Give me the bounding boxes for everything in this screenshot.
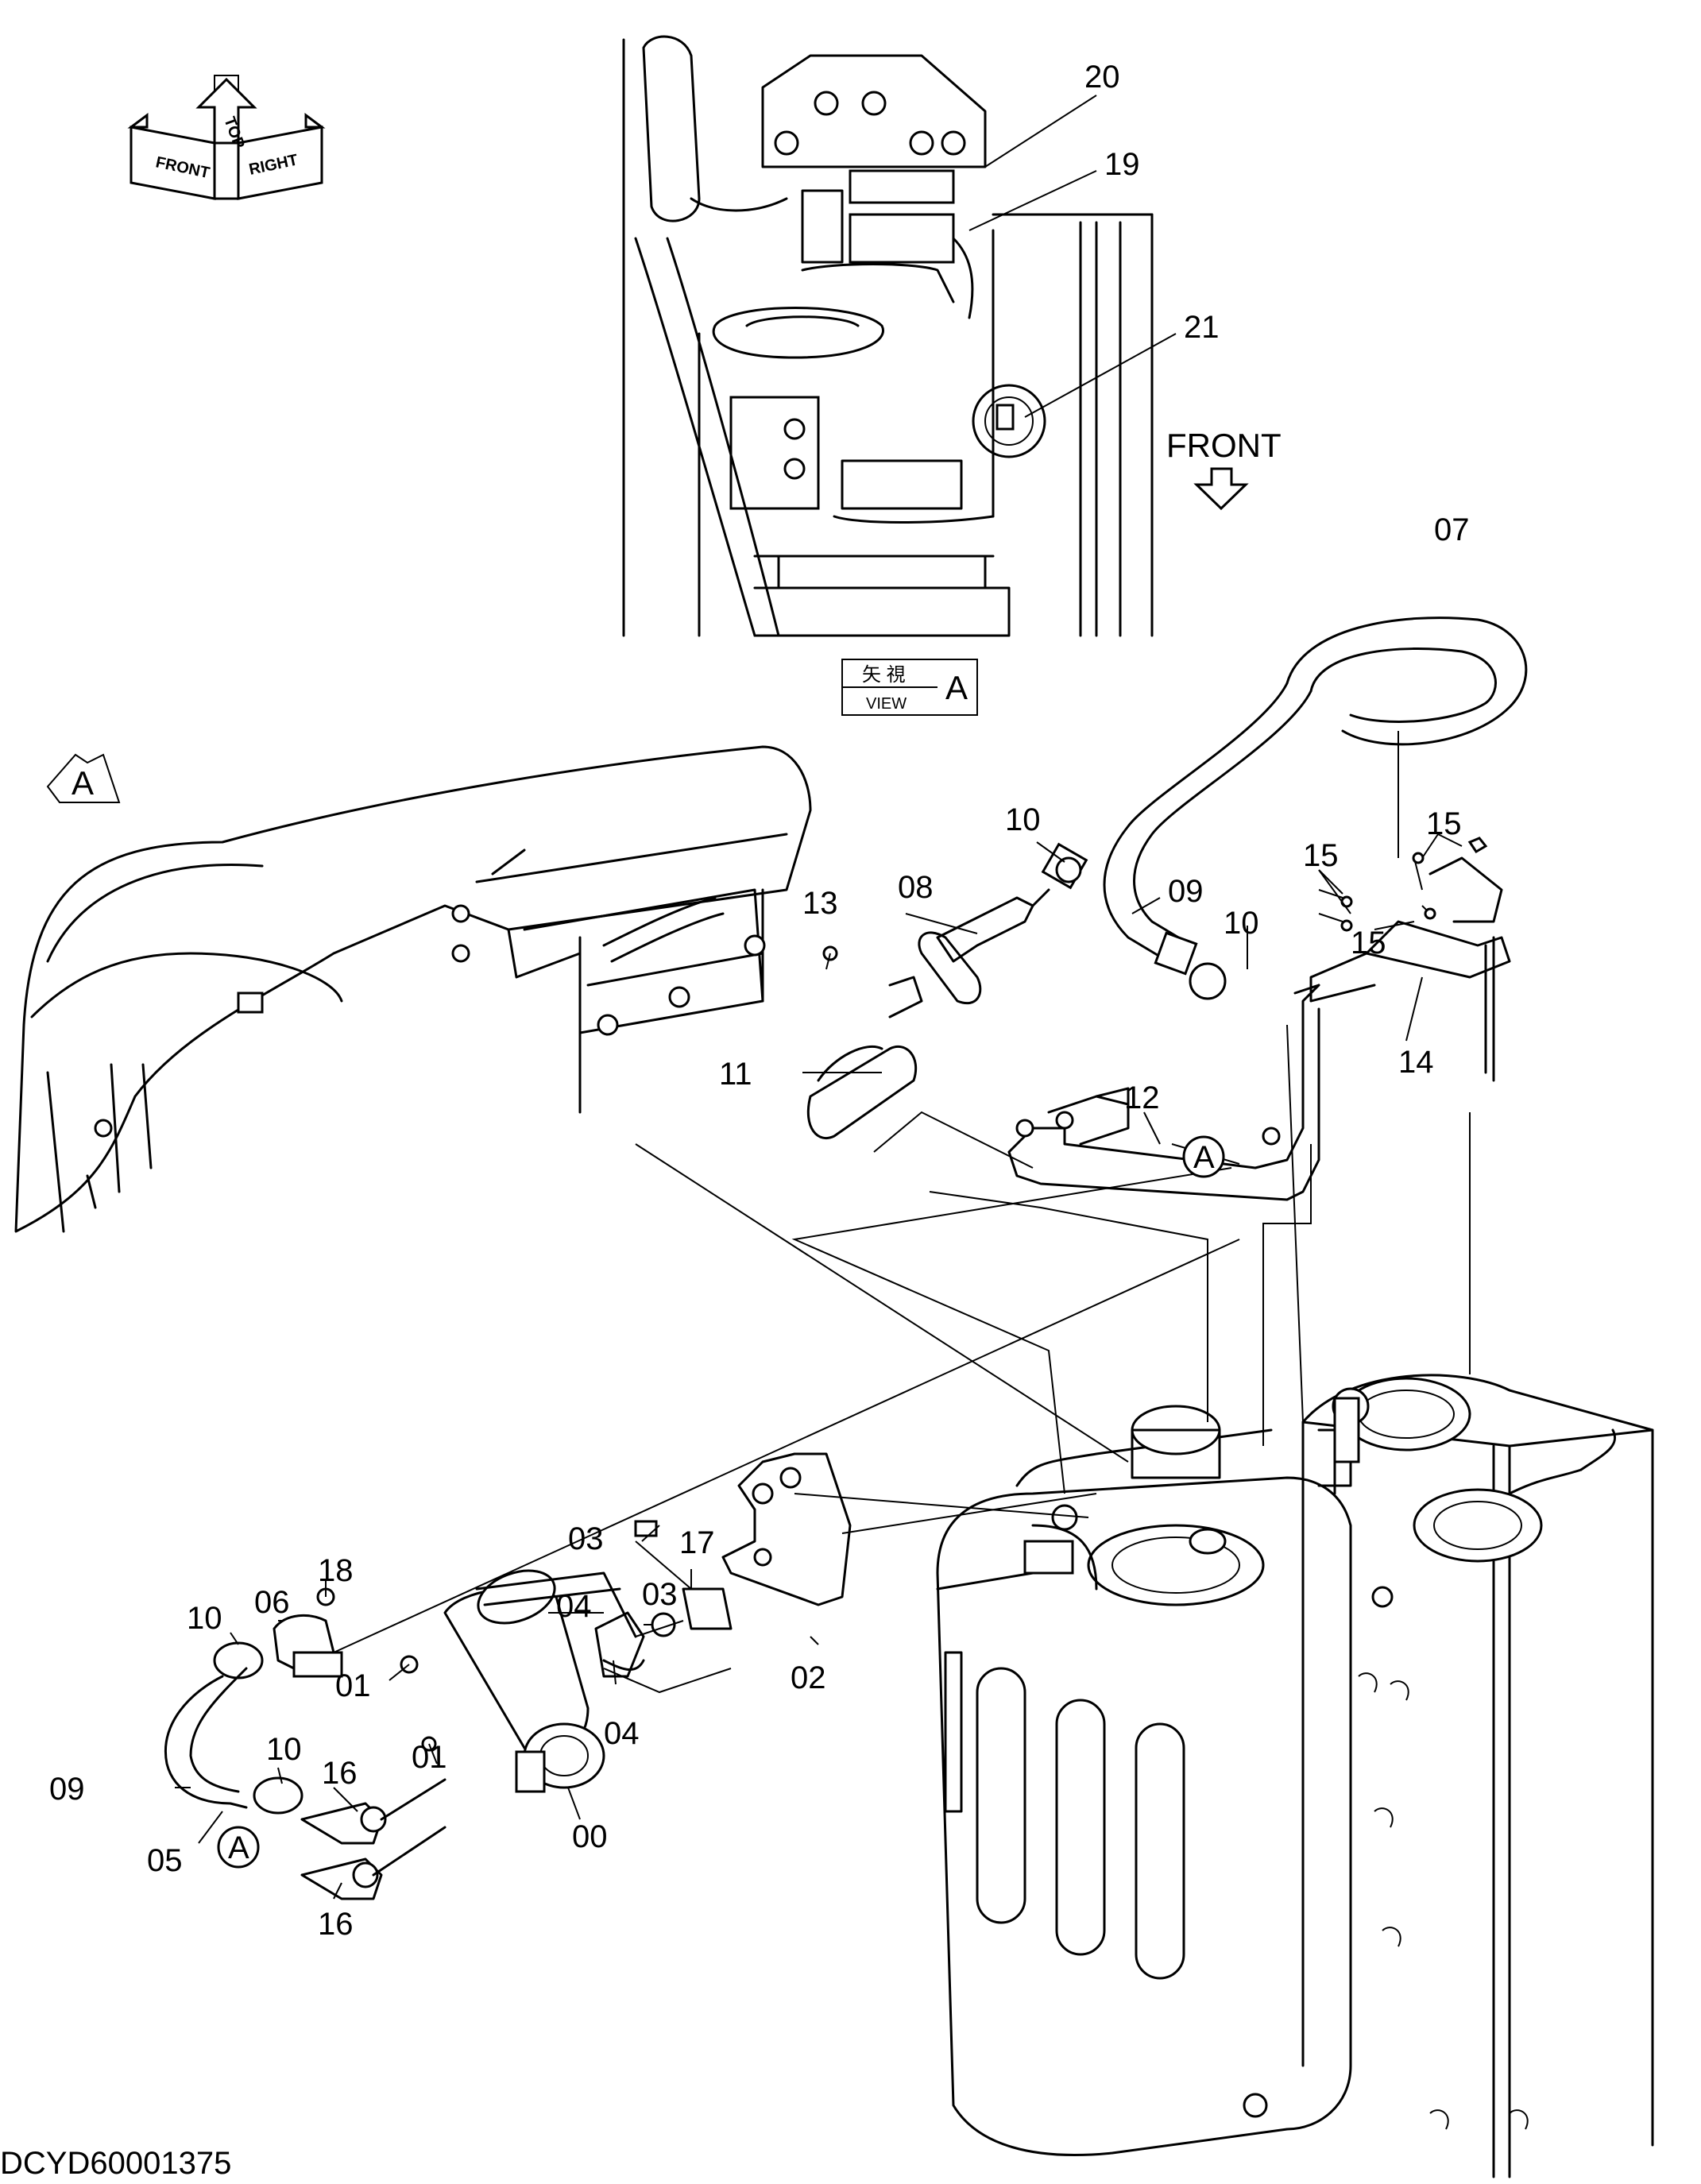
view-letter-label: A [945, 669, 968, 706]
callouts: 20 19 21 07 10 08 09 15 15 10 15 13 11 1… [49, 60, 1470, 1942]
down-arrow-icon [1193, 467, 1249, 511]
callout-03-b: 03 [642, 1577, 678, 1612]
callout-00: 00 [572, 1819, 608, 1854]
fender-cover [14, 745, 812, 1233]
callout-10-a: 10 [1005, 802, 1041, 837]
view-english-label: VIEW [866, 695, 907, 713]
circle-marker-a-lower: A [217, 1826, 260, 1869]
callout-10-c: 10 [187, 1601, 222, 1636]
callout-01-b: 01 [412, 1740, 447, 1775]
circle-marker-a-upper-label: A [1193, 1140, 1215, 1175]
callout-15-c: 15 [1351, 926, 1386, 961]
callout-09-b: 09 [49, 1772, 85, 1807]
callout-07: 07 [1434, 512, 1470, 547]
callout-14: 14 [1398, 1045, 1434, 1080]
callout-06: 06 [254, 1585, 290, 1620]
pump-assembly [164, 1452, 852, 1900]
hose-assembly-07-09 [806, 617, 1528, 1201]
callout-13: 13 [802, 886, 838, 921]
view-marker-a: A [46, 753, 121, 803]
callout-12: 12 [1124, 1080, 1160, 1115]
callout-11: 11 [719, 1057, 752, 1092]
front-arrow-label: FRONT [1166, 427, 1282, 464]
callout-04-a: 04 [556, 1589, 592, 1624]
callout-09-a: 09 [1168, 874, 1204, 909]
callout-02: 02 [791, 1660, 826, 1695]
callout-17: 17 [679, 1525, 715, 1560]
view-a-inset [622, 35, 1154, 637]
callout-10-b: 10 [1224, 906, 1259, 941]
circle-marker-a-lower-label: A [228, 1830, 249, 1865]
callout-19: 19 [1104, 147, 1140, 182]
front-arrow: FRONT [1166, 427, 1282, 511]
view-a-label-box: 矢 視 VIEW A [841, 659, 978, 716]
leader-lines [175, 95, 1471, 1900]
orientation-cube-icon: FRONT TOP RIGHT [127, 75, 326, 200]
callout-04-b: 04 [604, 1716, 640, 1751]
callout-21: 21 [1184, 310, 1220, 345]
drawing-code: DCYD60001375 [0, 2146, 231, 2181]
callout-15-a: 15 [1303, 838, 1339, 873]
callout-03-a: 03 [568, 1521, 604, 1556]
callout-10-d: 10 [266, 1732, 302, 1767]
callout-05: 05 [147, 1843, 183, 1878]
view-marker-letter: A [72, 764, 94, 802]
circle-marker-a-upper: A [1182, 1135, 1225, 1178]
fuel-tank [936, 1374, 1654, 2178]
callout-20: 20 [1084, 60, 1120, 95]
callout-15-b: 15 [1426, 806, 1462, 841]
callout-18: 18 [318, 1553, 354, 1588]
callout-08: 08 [898, 870, 934, 905]
view-kanji-label: 矢 視 [862, 664, 906, 686]
callout-01-a: 01 [335, 1668, 371, 1703]
callout-16-b: 16 [318, 1907, 354, 1942]
callout-16-a: 16 [322, 1756, 358, 1791]
